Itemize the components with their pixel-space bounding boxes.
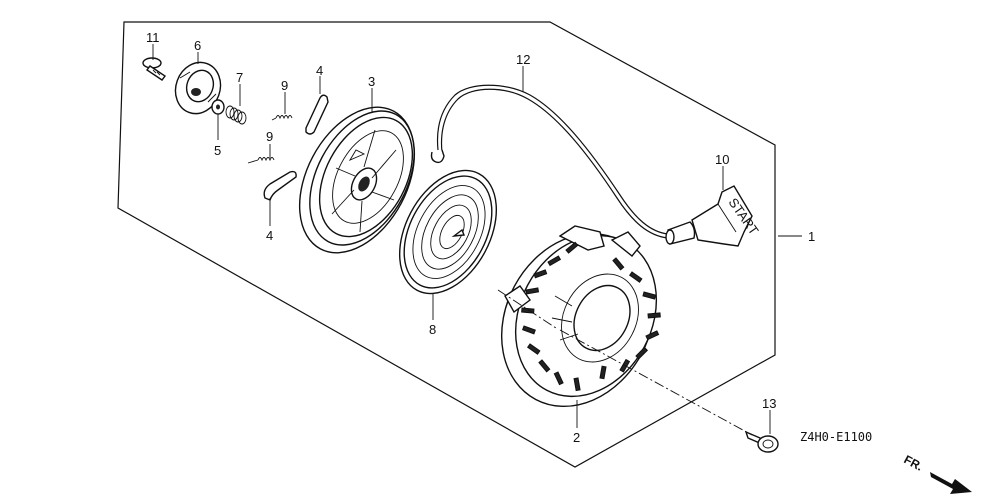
- assembly-boundary: [117, 21, 776, 468]
- part-6-guide: [174, 61, 222, 115]
- part-3-reel: [298, 106, 416, 254]
- callout-7: 7: [236, 70, 243, 85]
- part-8-spiral-spring: [398, 169, 498, 295]
- callout-2: 2: [573, 430, 580, 445]
- callout-1: 1: [808, 229, 815, 244]
- callout-12: 11: [146, 30, 160, 45]
- front-direction-indicator: FR.: [902, 452, 972, 494]
- part-10-starter-handle: START: [665, 185, 762, 247]
- callout-8: 8: [429, 322, 436, 337]
- callout-6: 6: [194, 38, 201, 53]
- part-5-washer: [211, 99, 225, 115]
- direction-label: FR.: [902, 452, 926, 473]
- part-13-bolt: [744, 430, 779, 453]
- callout-4-lower: 4: [266, 228, 273, 243]
- callout-11: 12: [516, 52, 530, 67]
- part-11-rope: [430, 84, 669, 239]
- callout-9-upper: 9: [281, 78, 288, 93]
- callout-13: 13: [762, 396, 776, 411]
- direction-arrow-icon: [930, 472, 972, 494]
- callout-10: 10: [715, 152, 729, 167]
- callout-5: 5: [214, 143, 221, 158]
- part-9-spring-upper: [271, 115, 293, 121]
- part-12-screw: [142, 57, 167, 81]
- callout-4-upper: 4: [316, 63, 323, 78]
- part-4-ratchet-lower: [263, 170, 297, 201]
- part-4-ratchet-upper: [305, 94, 329, 135]
- drawing-code: Z4H0-E1100: [800, 430, 872, 444]
- callout-9-lower: 9: [266, 129, 273, 144]
- leader-lines: [152, 44, 802, 436]
- part-7-spring: [225, 105, 247, 125]
- part-9-spring-lower: [247, 157, 275, 164]
- callout-3: 3: [368, 74, 375, 89]
- part-2-starter-case: [500, 225, 661, 408]
